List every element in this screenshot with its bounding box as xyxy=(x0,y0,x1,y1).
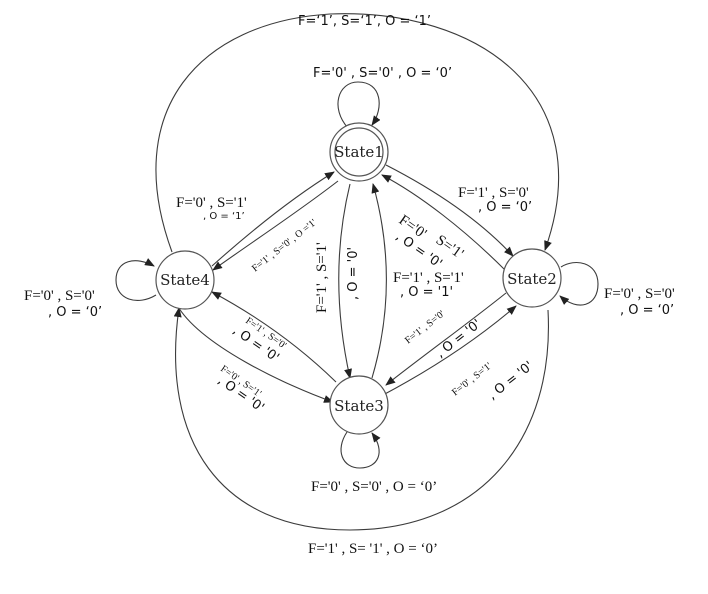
state1-node: State1 xyxy=(329,122,389,182)
label-s1-s2-b: , O = ‘0’ xyxy=(478,200,532,215)
state2-node: State2 xyxy=(502,248,562,308)
edge-s3-s4 xyxy=(211,291,337,383)
label-s4-self-b: , O = ‘0’ xyxy=(48,305,102,320)
label-s4-s1-a: F='0' , S='1' xyxy=(176,195,247,211)
state3-label: State3 xyxy=(334,397,384,415)
label-s1-s2-a: F='1' , S='0' xyxy=(458,185,529,201)
edge-s1-s3 xyxy=(338,183,352,379)
state2-label: State2 xyxy=(507,270,557,288)
state3-node: State3 xyxy=(329,375,389,435)
label-s3-self: F='0' , S='0' , O = ‘0’ xyxy=(311,479,437,495)
label-s3-s1-b: , O = '1' xyxy=(400,285,453,300)
label-s1-self: F='0' , S='0' , O = ‘0’ xyxy=(313,66,452,81)
label-s2-s3-a: F='1' , S='0' xyxy=(403,309,447,347)
edge-s2-self-loop xyxy=(559,262,599,306)
state4-node: State4 xyxy=(155,250,215,310)
label-s1-s3-b: , O = '0' xyxy=(346,247,361,300)
state1-label: State1 xyxy=(334,143,384,161)
edge-s3-s4-outer-bottom xyxy=(173,307,549,531)
edge-s1-s2 xyxy=(385,164,514,257)
label-s3-s1-a: F='1' , S='1' xyxy=(393,270,464,286)
state4-label: State4 xyxy=(160,271,210,289)
edge-s1-s4 xyxy=(212,180,339,271)
edge-s3-s2 xyxy=(382,305,517,396)
label-top-outer: F=‘1’, S=‘1’, O = ‘1’ xyxy=(298,14,431,29)
edge-s2-s1 xyxy=(381,174,506,271)
label-s4-self-a: F='0' , S='0' xyxy=(24,288,95,304)
label-s2-s3-b: , O = '0' xyxy=(433,317,484,361)
label-s2-self-b: , O = ‘0’ xyxy=(620,303,674,318)
label-s4-s1-b: , O = ‘1’ xyxy=(203,211,245,222)
label-bottom-outer: F='1' , S= '1' , O = ‘0’ xyxy=(308,541,438,557)
edge-s3-self-loop xyxy=(340,431,381,469)
edge-s4-self-loop xyxy=(115,258,157,301)
edge-s1-self-loop xyxy=(337,81,381,129)
edge-s4-s1 xyxy=(211,171,335,267)
label-diag-s4-s1: F='1' , S='0' , O ='1' xyxy=(250,217,319,274)
label-s2-self-a: F='0' , S='0' xyxy=(604,286,675,302)
edge-s4-s3 xyxy=(176,304,334,403)
edge-s2-s3 xyxy=(385,292,507,386)
label-s3-s2-b: , O = '0' xyxy=(485,359,536,403)
edge-s3-s1 xyxy=(371,183,387,379)
label-s1-s3-a: F='1' , S='1' xyxy=(314,242,330,313)
edge-s4-s2-outer-top xyxy=(155,13,560,253)
